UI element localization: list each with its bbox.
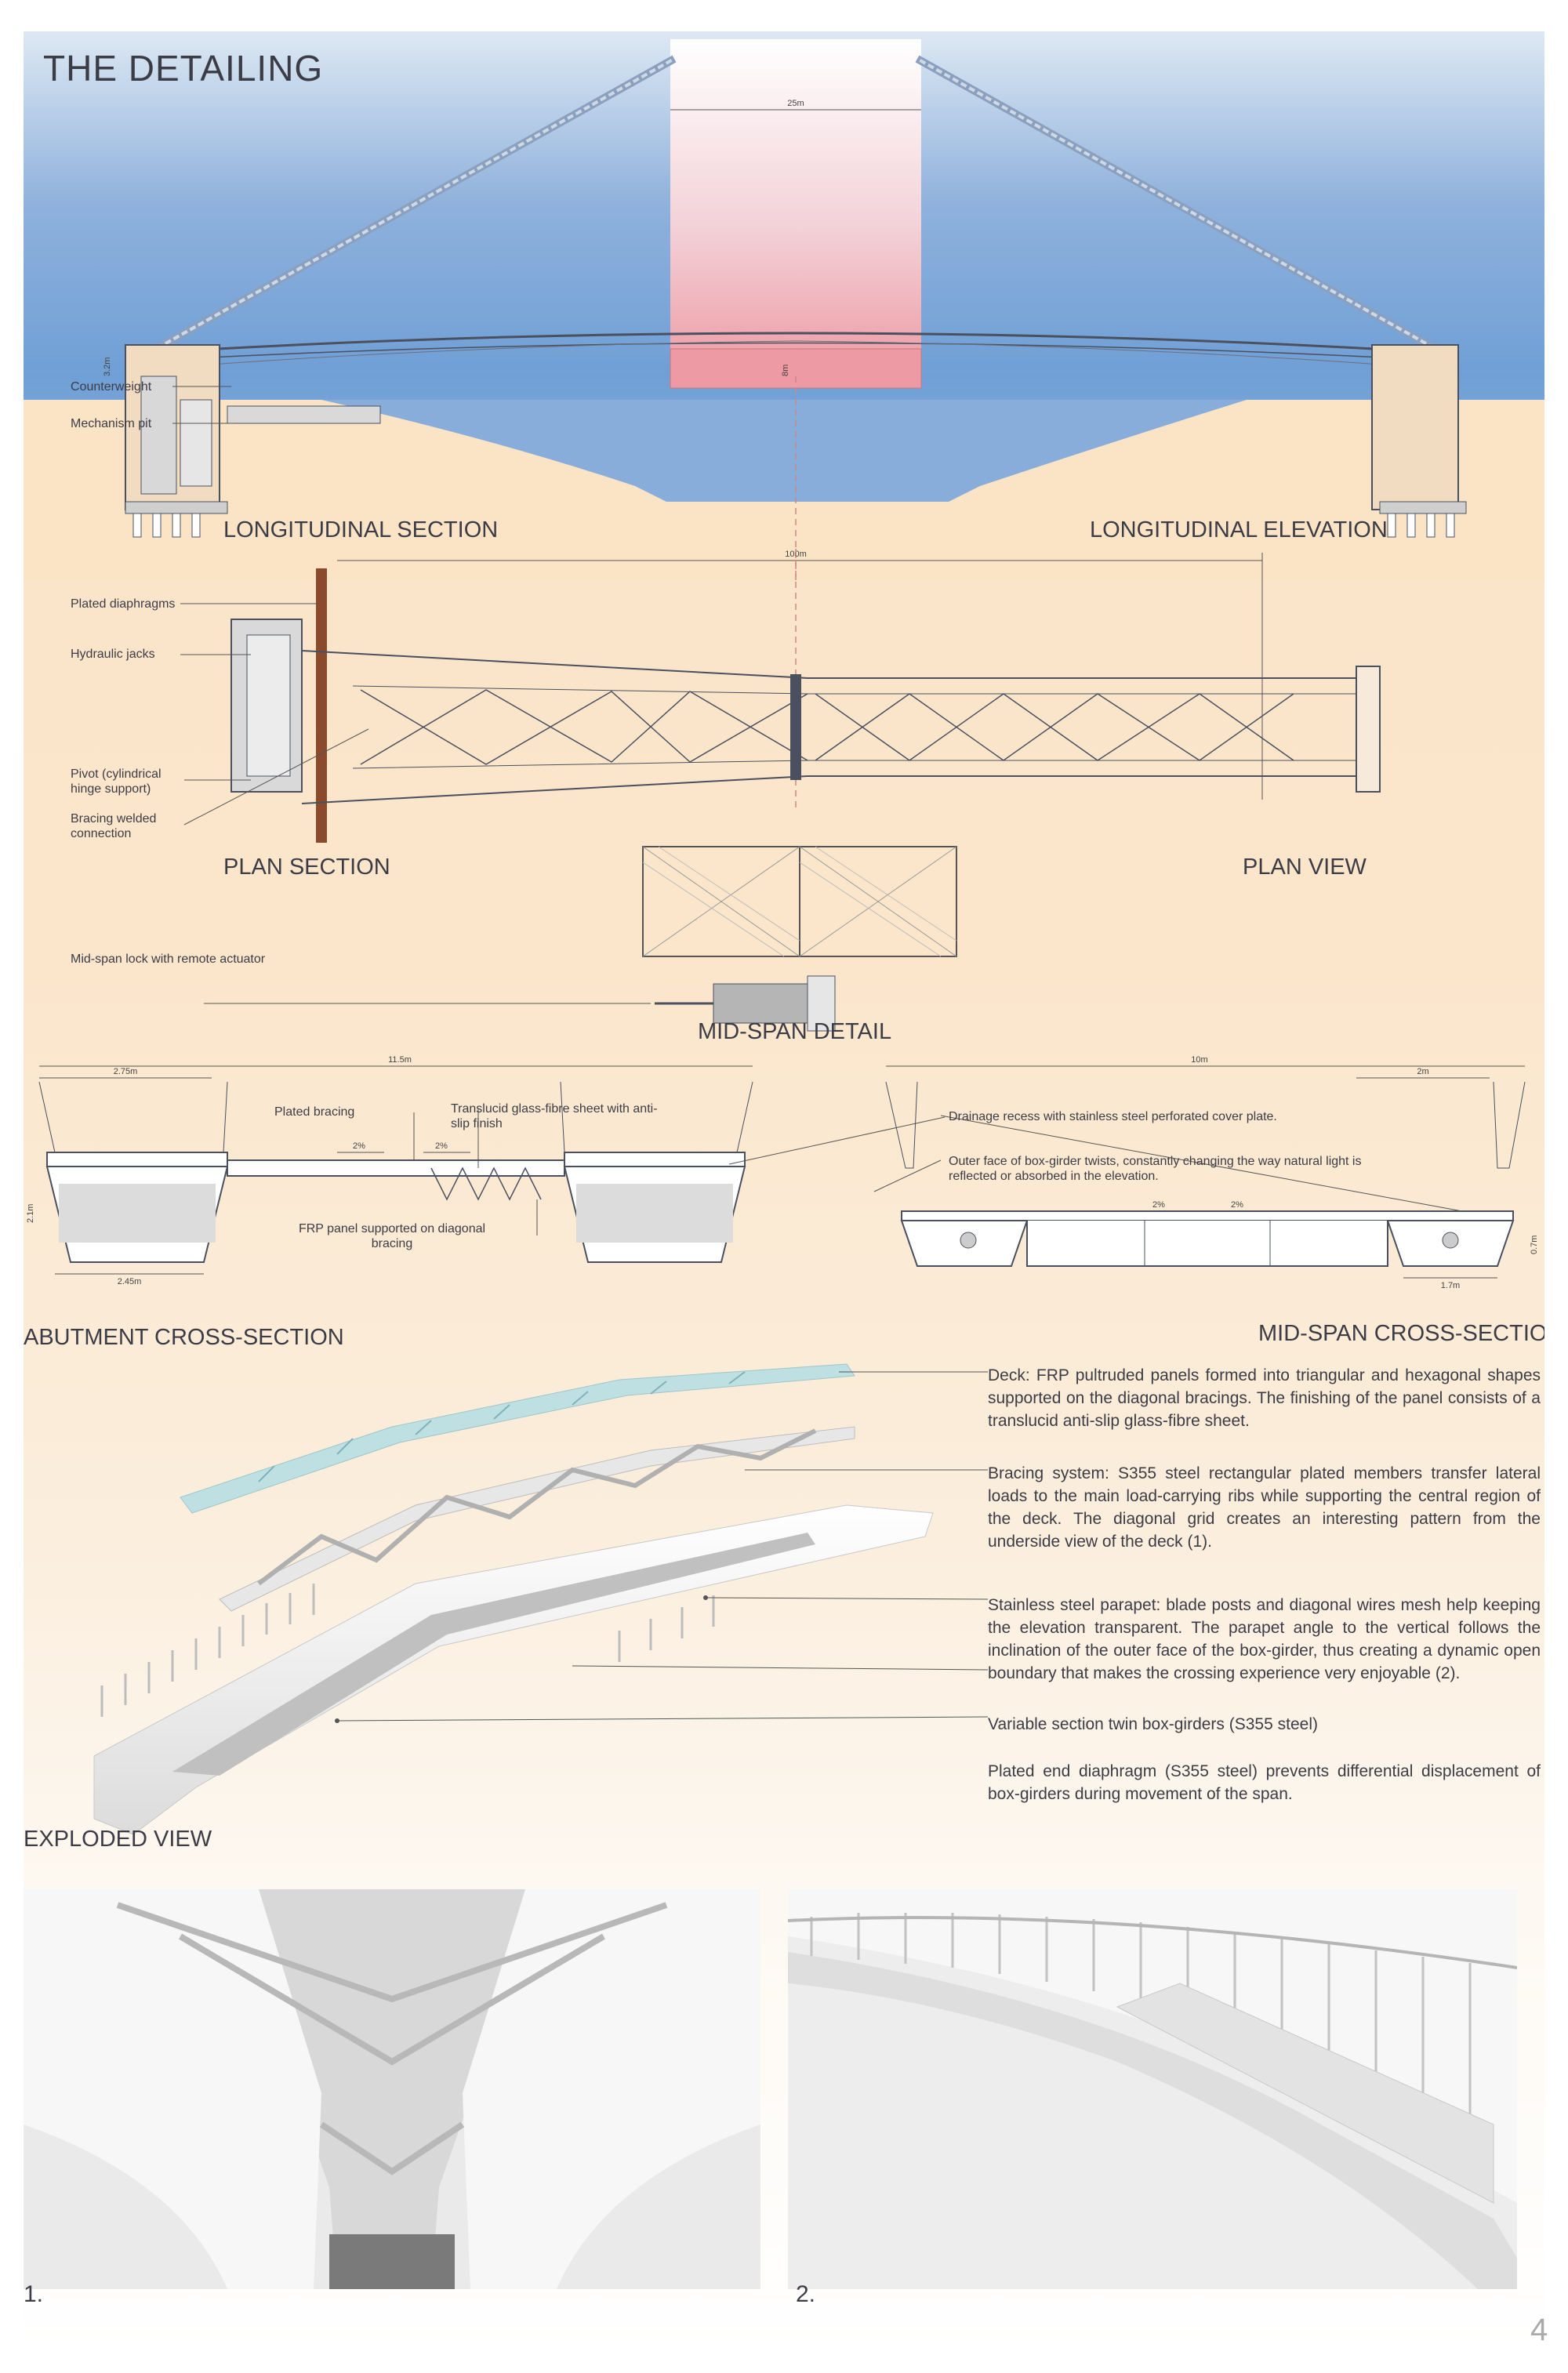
dim-slope-4: 2% [1231,1200,1243,1210]
label-bracing-weld: Bracing welded connection [71,812,157,840]
deck-arch [148,332,1443,354]
heading-longitudinal-section: LONGITUDINAL SECTION [223,517,499,542]
mechanism-pit [180,399,212,487]
clearance-box [670,348,922,389]
detail-panel-right [799,846,957,957]
label-mechanism-pit: Mechanism pit [71,417,152,430]
parapet-posts [100,1584,715,1717]
dim-abutment-total: 11.5m [388,1055,412,1065]
photo-number-2: 2. [796,2281,816,2307]
render-underside-view [24,1889,760,2289]
description-deck: Deck: FRP pultruded panels formed into t… [988,1366,1541,1430]
right-abutment [1371,344,1459,510]
cross-section-drawing: 11.5m 2.75m 2.45m 2.1m 2% 2% 10m 2m [26,1055,1539,1290]
label-counterweight: Counterweight [71,380,152,394]
label-drainage: Drainage recess with stainless steel per… [949,1110,1277,1123]
heading-abutment-cross-section: ABUTMENT CROSS-SECTION [24,1325,344,1350]
box-girders [93,1504,934,1835]
label-plated-diaphragms: Plated diaphragms [71,597,176,611]
page-number: 4 [1530,2313,1548,2347]
abutment-deck-left [46,1152,228,1167]
dim-slope-2: 2% [435,1141,448,1151]
heading-plan-view: PLAN VIEW [1243,854,1367,880]
dim-slope-1: 2% [353,1141,365,1151]
heading-exploded-view: EXPLODED VIEW [24,1827,212,1852]
abutment-deck-centre [227,1159,565,1177]
exploded-view-illustration [93,1363,988,1835]
label-hydraulic-jacks: Hydraulic jacks [71,648,155,661]
navigation-clearance [670,39,921,376]
longitudinal-drawing: 25m 8m 3.2m [24,39,1544,580]
dim-clearance-width: 25m [787,99,804,108]
dim-abutment-bottom: 2.45m [118,1277,142,1286]
dim-abutment-left: 2.75m [114,1067,138,1076]
description-parapet: Stainless steel parapet: blade posts and… [988,1596,1541,1682]
dim-midspan-bottom: 1.7m [1441,1281,1460,1290]
heading-plan-section: PLAN SECTION [223,854,390,880]
label-pivot: Pivot (cylindrical hinge support) [71,767,162,796]
dim-counterweight-height: 3.2m [103,357,112,376]
dim-mid-height: 8m [781,365,790,376]
counterweight-block [140,376,177,495]
dim-abutment-depth: 2.1m [26,1204,35,1223]
heading-mid-span-cross-section: MID-SPAN CROSS-SECTION [1258,1321,1544,1346]
label-outer-face: Outer face of box-girder twists, constan… [949,1155,1362,1183]
dim-midspan-depth: 0.7m [1530,1235,1539,1254]
deck-panels [180,1363,855,1514]
bracing-right [815,693,1294,761]
bracing-left [360,689,808,765]
heading-longitudinal-elevation: LONGITUDINAL ELEVATION [1090,517,1388,542]
photo-number-1: 1. [24,2281,44,2307]
girder-outline [301,650,1357,804]
label-plated-bracing: Plated bracing [274,1105,355,1119]
dim-midspan-right: 2m [1417,1067,1428,1076]
description-bracing: Bracing system: S355 steel rectangular p… [988,1464,1541,1551]
label-frp-panel: FRP panel supported on diagonal bracing [298,1222,486,1250]
midspan-lock-actuator [713,983,808,1024]
dim-midspan-total: 10m [1191,1055,1207,1065]
plated-diaphragm [316,568,327,843]
description-end-diaphragm: Plated end diaphragm (S355 steel) preven… [988,1762,1541,1803]
river-channel [321,400,1247,502]
poster: THE DETAILING 25m [24,31,1544,2352]
midspan-deck [901,1210,1514,1221]
lift-deck-storage [227,405,381,424]
label-glass-fibre: Translucid glass-fibre sheet with anti-s… [451,1102,658,1130]
dim-slope-3: 2% [1152,1200,1165,1210]
heading-mid-span-detail: MID-SPAN DETAIL [698,1019,892,1044]
plan-drawing: 100m [180,549,1381,1032]
page-title: THE DETAILING [43,48,324,89]
girder-void [172,1533,815,1776]
render-parapet-view [788,1889,1517,2289]
label-midspan-lock: Mid-span lock with remote actuator [71,952,266,966]
description-box-girders: Variable section twin box-girders (S355 … [988,1715,1318,1733]
